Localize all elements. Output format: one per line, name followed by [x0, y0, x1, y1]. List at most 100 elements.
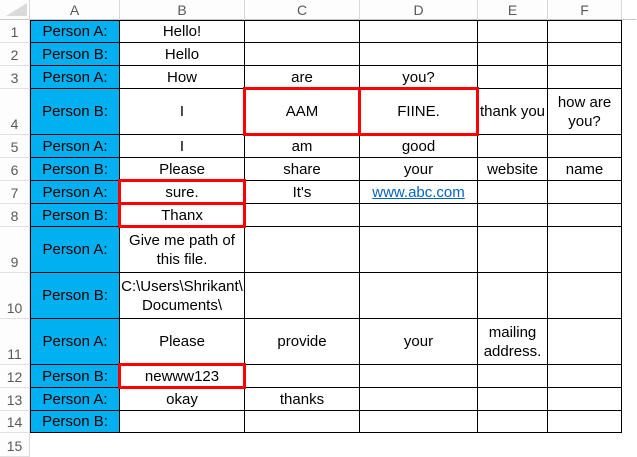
column-header-F[interactable]: F [548, 0, 622, 20]
row-header-13[interactable]: 13 [0, 388, 30, 411]
cell-F5[interactable] [548, 135, 622, 158]
cell-C2[interactable] [245, 43, 360, 66]
cell-E3[interactable] [478, 66, 548, 89]
row-header-12[interactable]: 12 [0, 365, 30, 388]
cell-D11[interactable]: your [360, 319, 478, 365]
cell-A4[interactable]: Person B: [30, 89, 120, 135]
cell-D7[interactable]: www.abc.com [360, 181, 478, 204]
cell-D14[interactable] [360, 411, 478, 433]
row-header-2[interactable]: 2 [0, 43, 30, 66]
cell-C4[interactable]: AAM [243, 87, 361, 136]
cell-E10[interactable] [478, 273, 548, 319]
cell-A13[interactable]: Person A: [30, 388, 120, 411]
cell-B7[interactable]: sure. [118, 179, 246, 205]
cell-F6[interactable]: name [548, 158, 622, 181]
cell-E6[interactable]: website [478, 158, 548, 181]
hyperlink-text[interactable]: www.abc.com [372, 183, 465, 201]
cell-C3[interactable]: are [245, 66, 360, 89]
cell-E12[interactable] [478, 365, 548, 388]
cell-D2[interactable] [360, 43, 478, 66]
row-header-1[interactable]: 1 [0, 20, 30, 43]
cell-C14[interactable] [245, 411, 360, 433]
cell-F10[interactable] [548, 273, 622, 319]
row-header-8[interactable]: 8 [0, 204, 30, 227]
column-header-A[interactable]: A [30, 0, 120, 20]
cell-A6[interactable]: Person B: [30, 158, 120, 181]
cell-F4[interactable]: how are you? [548, 89, 622, 135]
column-header-C[interactable]: C [245, 0, 360, 20]
cell-A14[interactable]: Person B: [30, 411, 120, 433]
cell-E4[interactable]: thank you [478, 89, 548, 135]
cell-E1[interactable] [478, 20, 548, 43]
cell-A10[interactable]: Person B: [30, 273, 120, 319]
cell-C6[interactable]: share [245, 158, 360, 181]
cell-A5[interactable]: Person A: [30, 135, 120, 158]
cell-E9[interactable] [478, 227, 548, 273]
cell-C11[interactable]: provide [245, 319, 360, 365]
cell-B5[interactable]: I [120, 135, 245, 158]
cell-A2[interactable]: Person B: [30, 43, 120, 66]
cell-C5[interactable]: am [245, 135, 360, 158]
cell-E14[interactable] [478, 411, 548, 433]
cell-B10[interactable]: C:\Users\Shrikant\Documents\ [120, 273, 245, 319]
cell-F14[interactable] [548, 411, 622, 433]
cell-D1[interactable] [360, 20, 478, 43]
cell-F13[interactable] [548, 388, 622, 411]
row-header-11[interactable]: 11 [0, 319, 30, 365]
cell-B6[interactable]: Please [120, 158, 245, 181]
cell-B8[interactable]: Thanx [118, 202, 246, 228]
cell-D8[interactable] [360, 204, 478, 227]
cell-A3[interactable]: Person A: [30, 66, 120, 89]
cell-B1[interactable]: Hello! [120, 20, 245, 43]
cell-C7[interactable]: It's [245, 181, 360, 204]
cell-E7[interactable] [478, 181, 548, 204]
cell-D5[interactable]: good [360, 135, 478, 158]
cell-F8[interactable] [548, 204, 622, 227]
cell-E2[interactable] [478, 43, 548, 66]
row-header-15[interactable]: 15 [0, 433, 30, 457]
select-all-button[interactable] [0, 0, 30, 20]
cell-B4[interactable]: I [120, 89, 245, 135]
cell-C1[interactable] [245, 20, 360, 43]
cell-F1[interactable] [548, 20, 622, 43]
row-header-4[interactable]: 4 [0, 89, 30, 135]
column-header-B[interactable]: B [120, 0, 245, 20]
cell-A7[interactable]: Person A: [30, 181, 120, 204]
cell-B9[interactable]: Give me path of this file. [120, 227, 245, 273]
cell-D10[interactable] [360, 273, 478, 319]
cell-E11[interactable]: mailing address. [478, 319, 548, 365]
cell-C12[interactable] [245, 365, 360, 388]
cell-B2[interactable]: Hello [120, 43, 245, 66]
cell-F3[interactable] [548, 66, 622, 89]
cell-C8[interactable] [245, 204, 360, 227]
cell-C10[interactable] [245, 273, 360, 319]
cell-E13[interactable] [478, 388, 548, 411]
row-header-5[interactable]: 5 [0, 135, 30, 158]
cell-F7[interactable] [548, 181, 622, 204]
cell-B12[interactable]: newww123 [118, 363, 246, 389]
row-header-6[interactable]: 6 [0, 158, 30, 181]
cell-F2[interactable] [548, 43, 622, 66]
column-header-D[interactable]: D [360, 0, 478, 20]
column-header-E[interactable]: E [478, 0, 548, 20]
cell-F12[interactable] [548, 365, 622, 388]
cell-F9[interactable] [548, 227, 622, 273]
cell-D3[interactable]: you? [360, 66, 478, 89]
cell-C9[interactable] [245, 227, 360, 273]
cell-B11[interactable]: Please [120, 319, 245, 365]
cell-C13[interactable]: thanks [245, 388, 360, 411]
cell-D12[interactable] [360, 365, 478, 388]
row-header-14[interactable]: 14 [0, 411, 30, 433]
cell-A12[interactable]: Person B: [30, 365, 120, 388]
row-header-10[interactable]: 10 [0, 273, 30, 319]
cell-D6[interactable]: your [360, 158, 478, 181]
cell-E8[interactable] [478, 204, 548, 227]
cell-A8[interactable]: Person B: [30, 204, 120, 227]
cell-F11[interactable] [548, 319, 622, 365]
cell-B13[interactable]: okay [120, 388, 245, 411]
cell-B14[interactable] [120, 411, 245, 433]
cell-A9[interactable]: Person A: [30, 227, 120, 273]
cell-E5[interactable] [478, 135, 548, 158]
cell-D4[interactable]: FIINE. [358, 87, 479, 136]
cell-A1[interactable]: Person A: [30, 20, 120, 43]
